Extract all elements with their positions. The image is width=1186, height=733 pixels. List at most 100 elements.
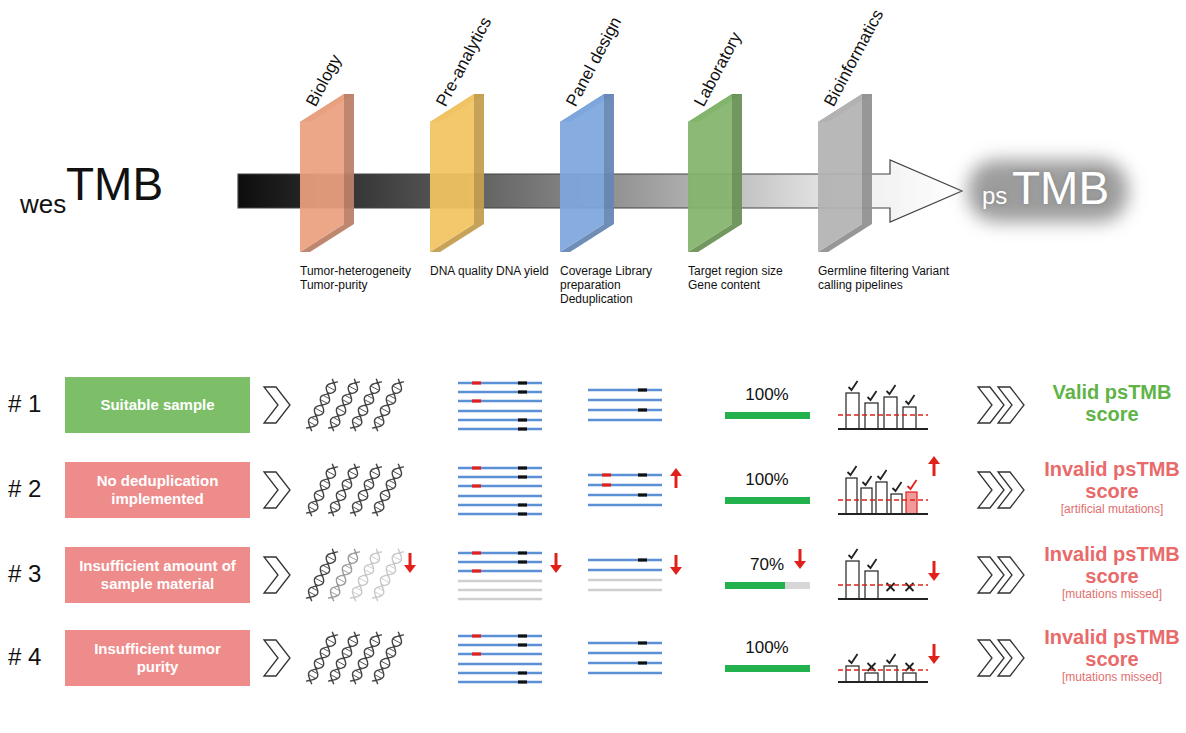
row-number: # 1 — [8, 390, 41, 417]
variant-mark — [638, 473, 647, 476]
variant-bar — [846, 666, 859, 682]
coverage-bar — [725, 582, 785, 589]
chevron — [264, 557, 290, 593]
variant-mark — [638, 408, 647, 411]
check-mark — [878, 470, 887, 479]
sample-box: Insufficient amount of sample material — [65, 547, 250, 603]
sequencing-read — [588, 662, 662, 665]
chevron — [978, 640, 1004, 676]
stage-description: Germline filtering Variant calling pipel… — [818, 264, 983, 292]
variant-mark — [518, 671, 527, 674]
variant-bar — [903, 407, 916, 429]
variant-mark — [472, 551, 481, 554]
sequencing-read — [458, 382, 542, 385]
variant-mark — [638, 641, 647, 644]
sequencing-read — [458, 663, 542, 666]
row-number: # 3 — [8, 560, 41, 587]
sample-label: No deduplication implemented — [75, 472, 240, 508]
cross-mark — [887, 583, 895, 591]
sequencing-read — [458, 513, 542, 516]
check-mark — [906, 395, 915, 404]
dna-helix — [348, 548, 383, 602]
subscript: wes — [20, 190, 66, 219]
variant-mark — [518, 418, 527, 421]
coverage-track — [725, 665, 810, 672]
variant-bar — [846, 561, 859, 599]
threshold-line — [838, 414, 928, 415]
chevron — [998, 387, 1024, 423]
sequencing-read — [458, 504, 542, 507]
sequencing-read — [458, 635, 542, 638]
variant-mark — [518, 560, 527, 563]
check-mark — [887, 654, 896, 663]
sequencing-read — [458, 428, 542, 431]
row-illustration — [264, 548, 1024, 602]
threshold-line — [838, 669, 928, 670]
dna-helix — [370, 631, 405, 685]
stage-panel: Pre-analyticsDNA quality DNA yield — [430, 92, 488, 254]
sequencing-read — [588, 559, 662, 562]
check-mark — [863, 476, 872, 485]
result-label: Invalid psTMB score — [1042, 543, 1182, 587]
sequencing-read — [458, 400, 542, 403]
row-number: # 2 — [8, 475, 41, 502]
threshold-line — [838, 584, 928, 585]
chart-baseline — [838, 428, 928, 430]
sequencing-read — [458, 681, 542, 684]
variant-mark — [518, 427, 527, 430]
coverage-track — [725, 497, 810, 504]
variant-mark — [518, 503, 527, 506]
sequencing-read — [588, 504, 662, 507]
check-mark — [849, 654, 858, 663]
stage-description: Tumor-heterogeneity Tumor-purity — [300, 264, 425, 292]
variant-mark — [518, 680, 527, 683]
panel-shape — [688, 92, 746, 254]
metric-name: TMB — [1012, 162, 1109, 214]
variant-mark — [638, 388, 647, 391]
variant-mark — [518, 512, 527, 515]
stage-panel: LaboratoryTarget region size Gene conten… — [688, 92, 746, 254]
variant-mark — [518, 466, 527, 469]
variant-bar — [846, 393, 859, 429]
coverage-percent: 100% — [727, 385, 807, 404]
check-mark — [893, 482, 902, 491]
red-arrow — [550, 553, 562, 573]
subscript: ps — [982, 182, 1007, 209]
variant-bar — [903, 673, 916, 682]
dna-helix — [370, 548, 405, 602]
chevron — [998, 640, 1024, 676]
row-illustration — [264, 456, 1024, 517]
dna-helix — [304, 631, 339, 685]
variant-mark — [472, 381, 481, 384]
coverage-percent: 100% — [727, 638, 807, 657]
dna-helix — [348, 463, 383, 517]
check-mark — [868, 559, 877, 568]
variant-bar — [884, 397, 897, 429]
sample-label: Insufficient tumor purity — [75, 640, 240, 676]
result-label: Invalid psTMB score — [1042, 626, 1182, 670]
variant-mark — [472, 484, 481, 487]
coverage-track — [725, 582, 810, 589]
dna-helix — [326, 548, 361, 602]
variant-mark — [638, 493, 647, 496]
stage-description: Target region size Gene content — [688, 264, 813, 292]
variant-mark — [472, 569, 481, 572]
variant-bar — [846, 478, 857, 514]
sequencing-read — [588, 494, 662, 497]
chart-baseline — [838, 513, 928, 515]
sequencing-read — [588, 409, 662, 412]
red-arrow — [670, 468, 682, 488]
check-mark — [868, 391, 877, 400]
sequencing-read — [588, 389, 662, 392]
variant-bar — [891, 494, 902, 514]
variant-mark — [518, 643, 527, 646]
coverage-track — [725, 412, 810, 419]
sequencing-read — [458, 419, 542, 422]
check-mark — [887, 385, 896, 394]
sequencing-read — [588, 672, 662, 675]
chevron — [978, 557, 1004, 593]
variant-mark — [518, 551, 527, 554]
sequencing-read — [458, 598, 542, 601]
red-arrow — [928, 644, 940, 664]
chevron — [978, 472, 1004, 508]
